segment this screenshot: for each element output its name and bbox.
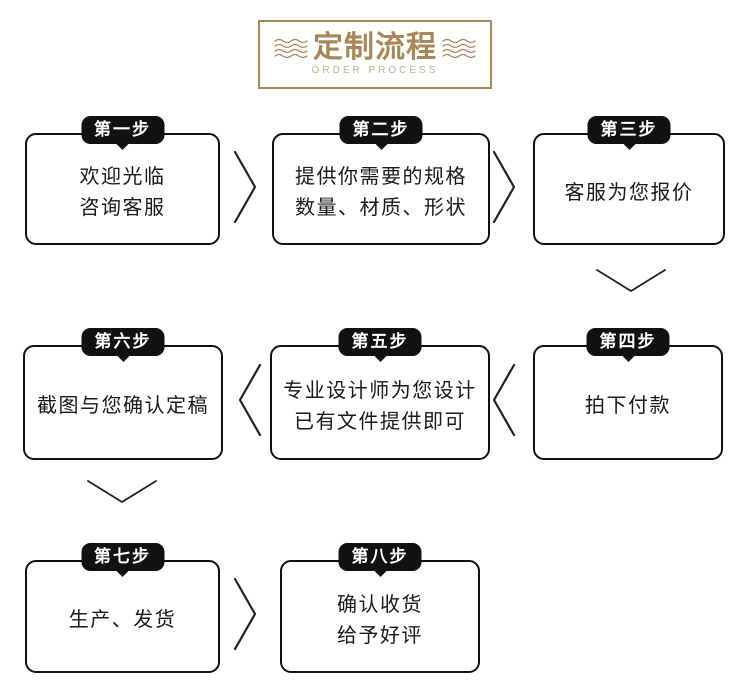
step-box-1: 第一步 欢迎光临 咨询客服 bbox=[25, 116, 220, 245]
step-text-4: 拍下付款 bbox=[585, 395, 671, 417]
step-tag-4: 第四步 bbox=[586, 328, 670, 356]
arrow-right-icon bbox=[233, 577, 257, 651]
step-box-8: 第八步 确认收货 给予好评 bbox=[280, 543, 480, 673]
arrow-down-icon bbox=[595, 268, 667, 294]
step-text-8: 确认收货 给予好评 bbox=[337, 593, 423, 647]
step-text-6: 截图与您确认定稿 bbox=[37, 395, 209, 417]
step-text-1: 欢迎光临 咨询客服 bbox=[79, 166, 166, 219]
arrow-left-icon bbox=[238, 363, 262, 437]
process-header: 定制流程 ORDER PROCESS bbox=[258, 20, 492, 89]
page-title: 定制流程 bbox=[313, 31, 437, 64]
page-subtitle: ORDER PROCESS bbox=[311, 65, 439, 76]
step-box-6: 第六步 截图与您确认定稿 bbox=[23, 328, 223, 460]
step-tag-8: 第八步 bbox=[338, 543, 422, 571]
step-tag-1: 第一步 bbox=[81, 116, 164, 144]
arrow-left-icon bbox=[492, 363, 516, 437]
step-tag-2: 第二步 bbox=[339, 116, 423, 144]
step-box-3: 第三步 客服为您报价 bbox=[533, 116, 725, 245]
step-box-5: 第五步 专业设计师为您设计 已有文件提供即可 bbox=[270, 328, 490, 460]
step-tag-6: 第六步 bbox=[81, 328, 165, 356]
step-text-2: 提供你需要的规格 数量、材质、形状 bbox=[295, 166, 467, 219]
step-text-3: 客服为您报价 bbox=[564, 181, 694, 204]
step-box-2: 第二步 提供你需要的规格 数量、材质、形状 bbox=[272, 116, 490, 245]
header-title-row: 定制流程 bbox=[274, 33, 476, 63]
step-text-7: 生产、发货 bbox=[68, 609, 177, 631]
step-tag-7: 第七步 bbox=[81, 543, 164, 571]
arrow-down-icon bbox=[86, 479, 158, 505]
step-tag-5: 第五步 bbox=[338, 328, 422, 356]
step-box-7: 第七步 生产、发货 bbox=[25, 543, 220, 673]
step-text-5: 专业设计师为您设计 已有文件提供即可 bbox=[283, 379, 477, 433]
arrow-right-icon bbox=[492, 150, 516, 224]
arrow-right-icon bbox=[233, 150, 257, 224]
step-box-4: 第四步 拍下付款 bbox=[533, 328, 723, 460]
wave-lines-icon bbox=[274, 38, 308, 58]
wave-lines-icon bbox=[442, 38, 476, 58]
step-tag-3: 第三步 bbox=[587, 116, 671, 144]
